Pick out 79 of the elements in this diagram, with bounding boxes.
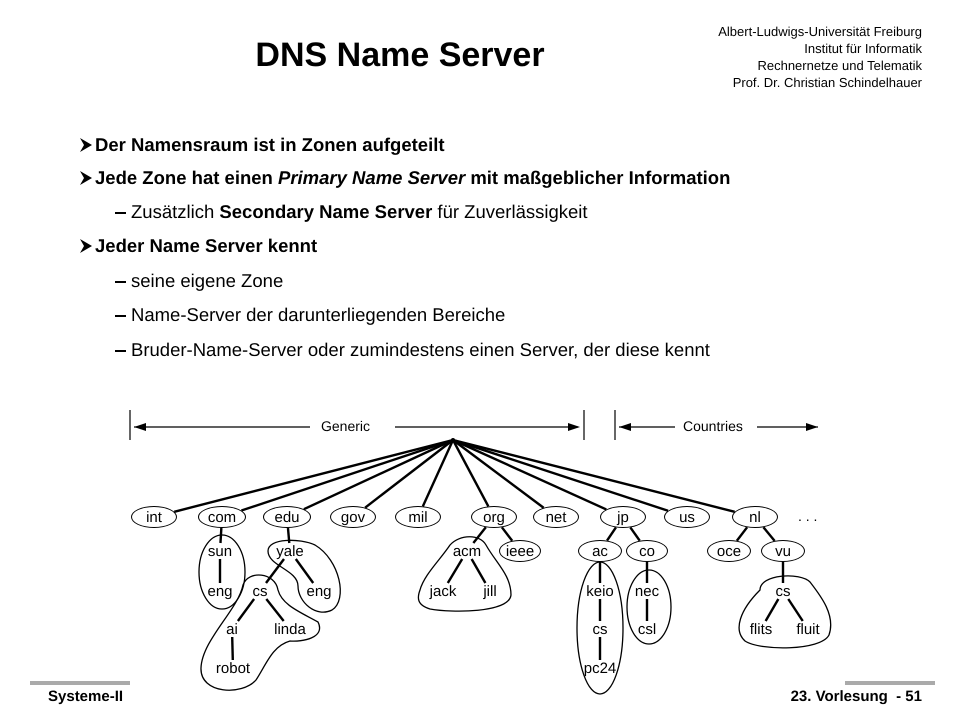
- domain-oval: org: [471, 506, 517, 528]
- tree-branch: [286, 528, 290, 544]
- tree-branch: [646, 562, 648, 583]
- tree-branch: [236, 598, 256, 622]
- domain-oval: mil: [395, 506, 441, 528]
- tree-branch: [422, 440, 454, 507]
- root-point: [451, 438, 455, 442]
- header-line: Albert-Ludwigs-Universität Freiburg: [718, 24, 922, 39]
- tree-branch: [364, 439, 454, 509]
- bullet-text: Zusätzlich Secondary Name Server für Zuverlässigkeit: [131, 201, 588, 223]
- tree-branch: [294, 558, 314, 584]
- domain-label: eng: [304, 583, 334, 599]
- tree-branch: [787, 598, 804, 622]
- tree-branch: [500, 526, 514, 542]
- domain-oval: net: [533, 506, 579, 528]
- bullet-text: Name-Server der darunterliegenden Bereiche: [131, 304, 506, 326]
- bullet-text: Jeder Name Server kennt: [95, 235, 318, 257]
- tree-branch: [629, 526, 641, 542]
- tree-branch: [241, 438, 454, 512]
- domain-label: jill: [480, 583, 500, 599]
- domain-label: cs: [772, 583, 794, 599]
- domain-oval: oce: [707, 540, 751, 562]
- tree-branch: [219, 528, 223, 544]
- tree-branch: [452, 438, 668, 512]
- domain-oval: us: [664, 506, 710, 528]
- footer-text: Systeme-II: [48, 688, 124, 705]
- domain-label: ai: [224, 621, 240, 637]
- tree-branch: [470, 558, 486, 584]
- bullet-text: Bruder-Name-Server oder zumindestens einen Server, der diese kennt: [131, 339, 710, 361]
- domain-label: fluit: [791, 621, 825, 637]
- domain-oval: gov: [330, 506, 376, 528]
- tree-branch: [472, 526, 487, 544]
- header-line: Rechnernetze und Telematik: [757, 58, 922, 73]
- domain-oval: jp: [600, 506, 646, 528]
- domain-label: nec: [632, 583, 662, 599]
- tree-branch: [606, 526, 617, 542]
- domain-label: csl: [634, 621, 660, 637]
- tree-branch: [452, 439, 490, 507]
- tree-branch: [598, 562, 602, 583]
- domain-label: keio: [583, 583, 617, 599]
- tree-branch: [446, 558, 464, 584]
- slide-title: DNS Name Server: [254, 36, 546, 75]
- tree-branch: [736, 526, 748, 542]
- bullet-text: Der Namensraum ist in Zonen aufgeteilt: [95, 134, 445, 156]
- tree-branch: [762, 526, 776, 542]
- tree-branch: [598, 599, 602, 621]
- domain-oval: vu: [761, 540, 805, 562]
- tree-branch: [764, 598, 780, 622]
- tree-branch: [265, 558, 285, 584]
- domain-oval: com: [198, 506, 246, 528]
- domain-label: cs: [589, 621, 611, 637]
- tree-branch: [218, 559, 222, 583]
- tree-branch: [265, 598, 285, 622]
- domain-oval: nl: [732, 506, 778, 528]
- domain-oval: ieee: [499, 540, 541, 562]
- domain-label: linda: [271, 621, 309, 637]
- domain-label: acm: [451, 543, 483, 559]
- header-line: Prof. Dr. Christian Schindelhauer: [732, 75, 922, 90]
- bullet-text: seine eigene Zone: [131, 270, 284, 292]
- tree-branch: [598, 637, 602, 660]
- domain-oval: int: [131, 506, 177, 528]
- domain-label: pc24: [581, 660, 619, 676]
- header-line: Institut für Informatik: [804, 41, 922, 56]
- domain-label: yale: [274, 543, 306, 559]
- footer-text: 23. Vorlesung - 51: [790, 688, 922, 705]
- tree-branch: [782, 562, 784, 583]
- domain-label: jack: [427, 583, 459, 599]
- tree-branch: [646, 599, 648, 621]
- tree-branch: [452, 438, 735, 513]
- domain-oval: ac: [578, 540, 622, 562]
- domain-label: cs: [250, 583, 270, 599]
- bullet-text: Jede Zone hat einen Primary Name Server mit maßgeblicher Information: [95, 167, 730, 189]
- domain-label: eng: [205, 583, 235, 599]
- domain-oval: co: [626, 540, 668, 562]
- domain-label: flits: [744, 621, 778, 637]
- domain-label: robot: [213, 660, 253, 676]
- tree-branch: [231, 636, 234, 660]
- domain-label: sun: [205, 543, 235, 559]
- domain-oval: edu: [263, 506, 311, 528]
